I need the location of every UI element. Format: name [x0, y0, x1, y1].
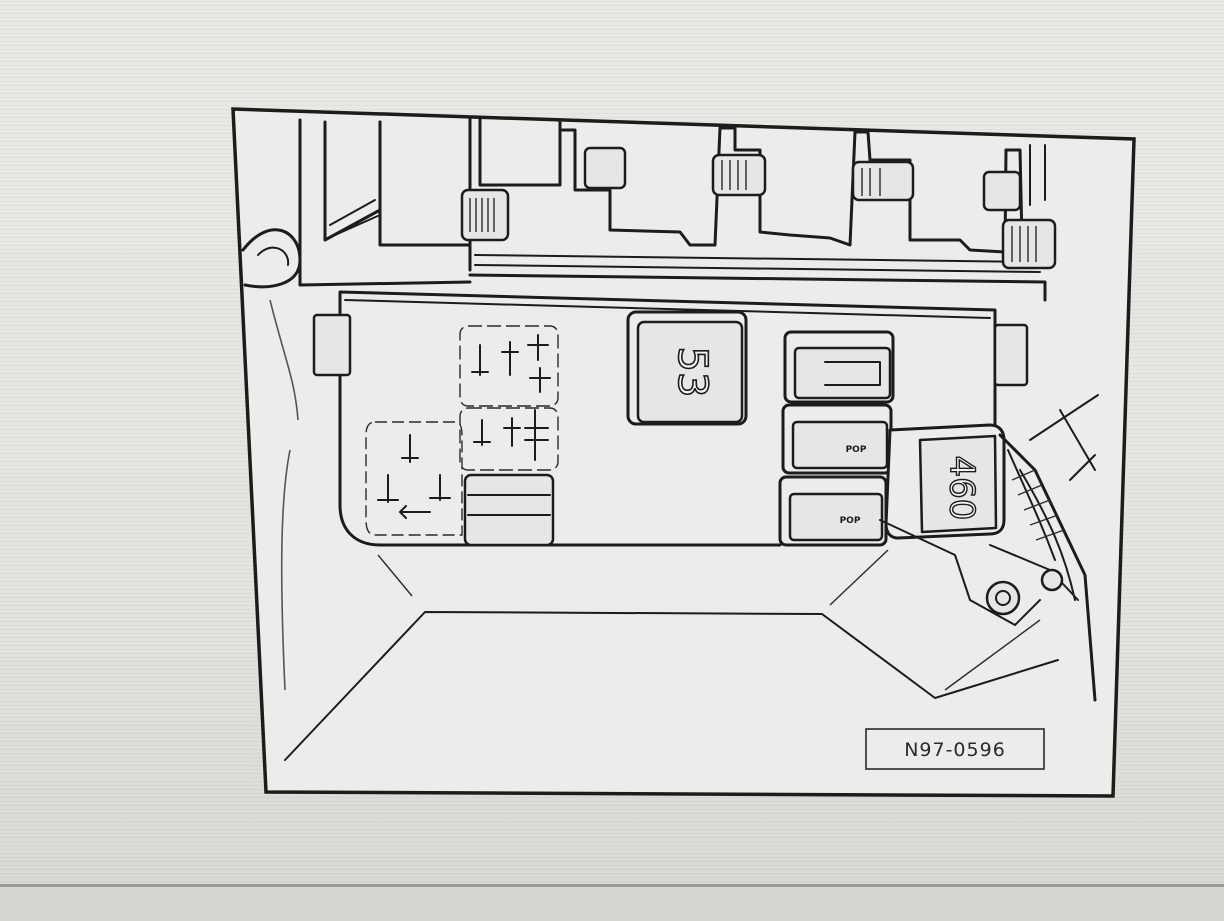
bolt-icon — [985, 580, 1021, 616]
side-tab-right-icon — [993, 323, 1029, 387]
upper-bracket — [298, 116, 1057, 302]
clip-4-icon — [851, 160, 915, 202]
clip-2-icon — [583, 146, 627, 190]
reference-code-box: N97-0596 — [865, 728, 1045, 770]
relay-socket-lower — [459, 407, 559, 471]
relay-socket-upper — [459, 325, 559, 407]
side-tab-left-icon — [312, 313, 352, 377]
monitor-bottom-edge — [0, 884, 1224, 921]
relay-53-label: 53 — [669, 347, 715, 398]
bolt-small-icon — [1040, 568, 1064, 592]
lower-tray — [284, 549, 1059, 761]
fuse-small-left — [463, 473, 555, 547]
maxi-fuse-middle: POP — [781, 403, 893, 475]
fuse-lower-label: POP — [840, 516, 861, 526]
left-bracket — [241, 228, 302, 691]
maxi-fuse-bottom: POP — [778, 475, 888, 547]
fuse-upper-label: POP — [846, 445, 867, 455]
reference-code: N97-0596 — [904, 739, 1006, 761]
clip-5-icon — [982, 170, 1022, 212]
relay-socket-left — [365, 421, 463, 536]
maxi-fuse-top — [783, 330, 895, 404]
relay-53: 53 — [626, 310, 748, 426]
clip-left-icon — [460, 188, 510, 242]
clip-right-icon — [1001, 218, 1057, 270]
fuse-box-body — [312, 290, 1029, 547]
right-harness — [879, 394, 1099, 702]
relay-460: 460 — [884, 423, 1006, 540]
clip-3-icon — [711, 153, 767, 197]
relay-460-label: 460 — [942, 456, 982, 521]
